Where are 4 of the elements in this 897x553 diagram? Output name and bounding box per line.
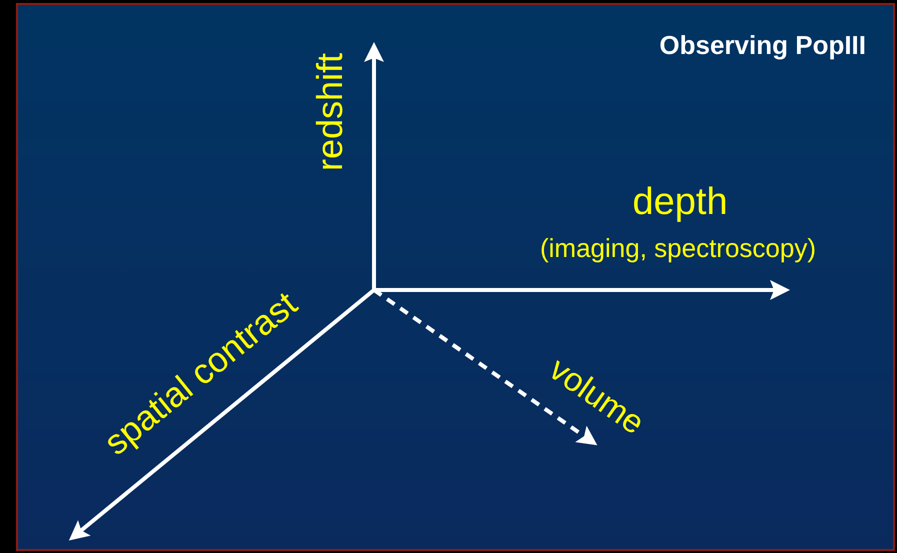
- slide-title: Observing PopIII: [659, 32, 866, 58]
- axis-label: redshift: [312, 52, 348, 172]
- axis-label: depth: [632, 183, 728, 221]
- axis-note: (imaging, spectroscopy): [540, 235, 816, 261]
